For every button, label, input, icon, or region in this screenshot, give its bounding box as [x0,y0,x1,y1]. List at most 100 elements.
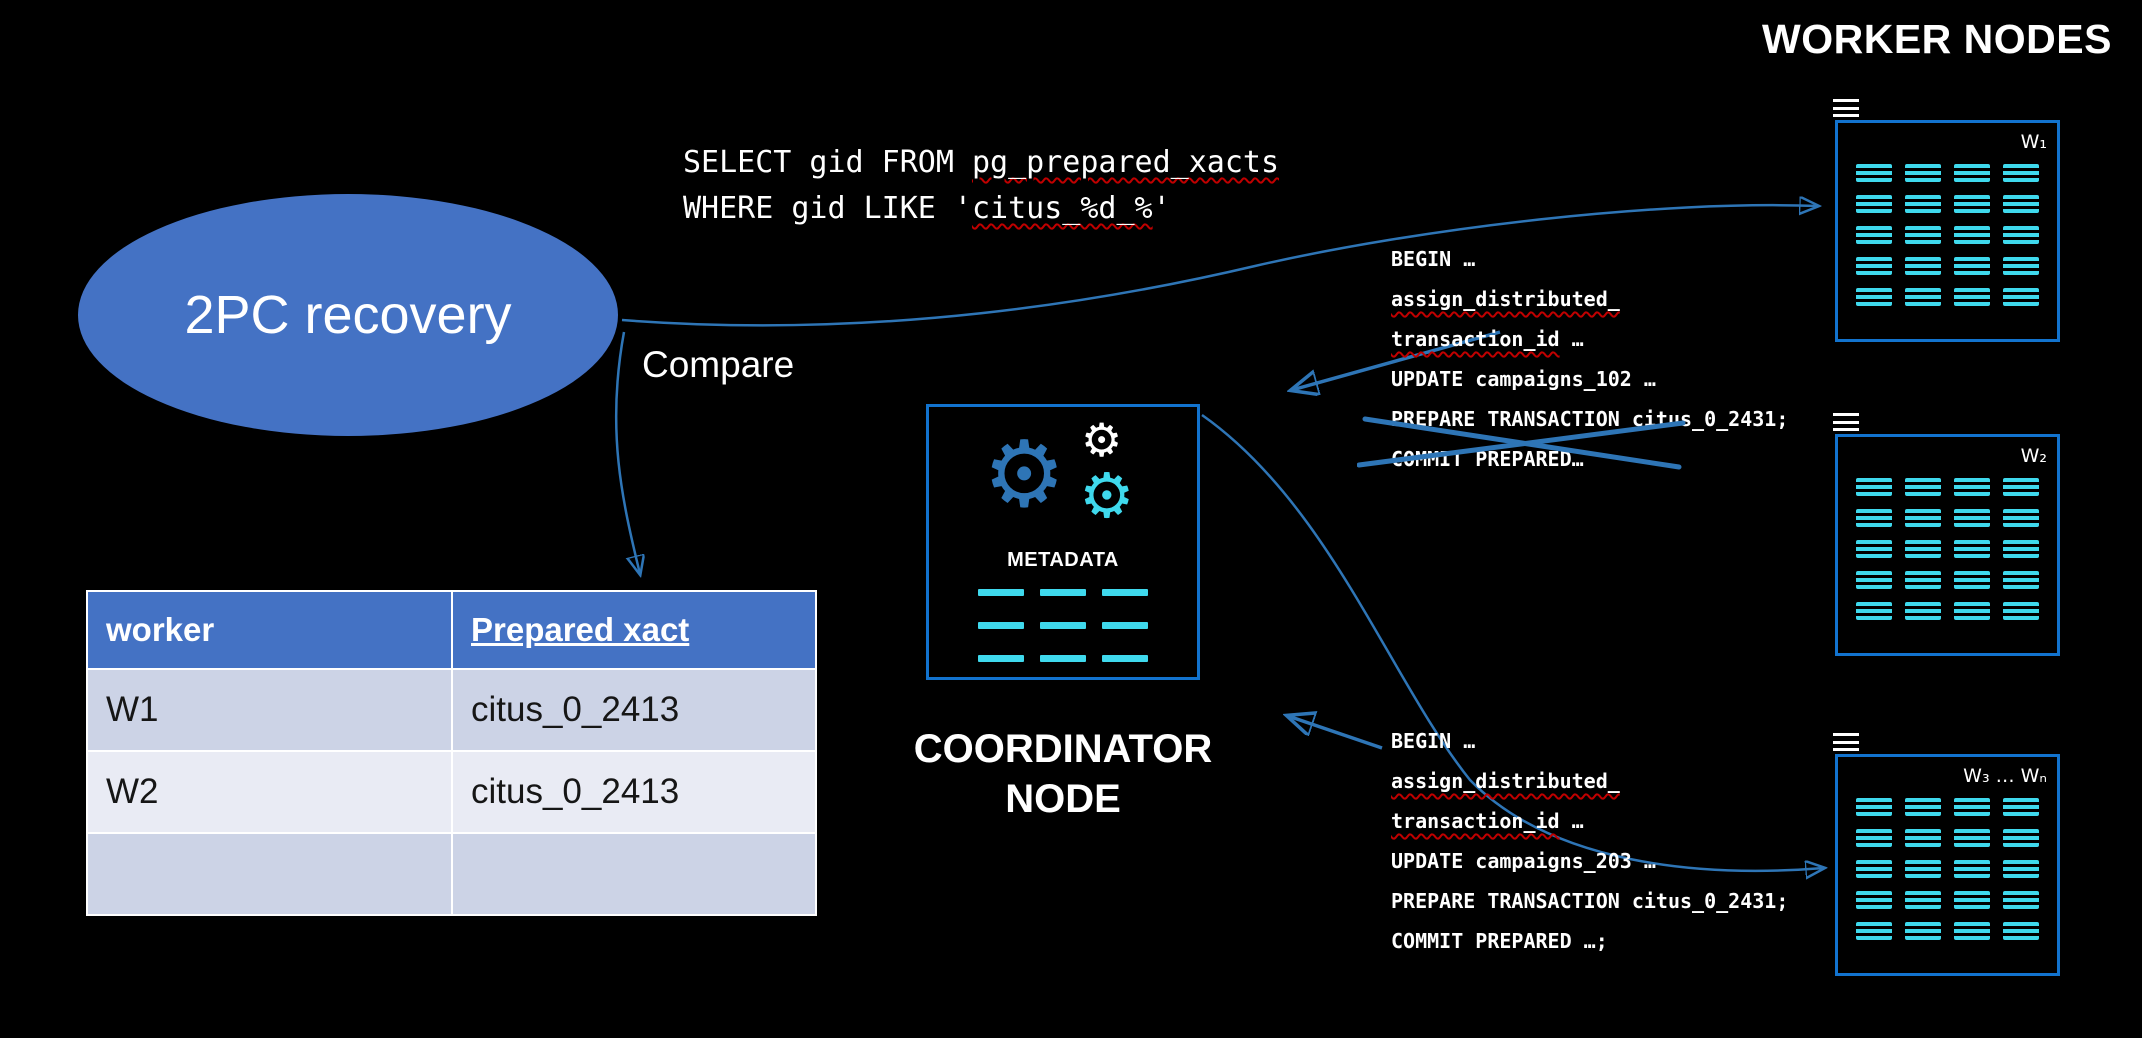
misspelled-token: transaction_id [1391,809,1560,833]
coordinator-node-box: ⚙ ⚙ ⚙ METADATA [926,404,1200,680]
stack-icon [1832,731,1860,753]
server-icon [1954,164,1990,182]
server-icon [2003,922,2039,940]
transaction-log-lower: BEGIN … assign_distributed_ transaction_id… [1391,721,1788,961]
server-icon [1905,922,1941,940]
metadata-label: METADATA [1007,549,1119,571]
server-icon [2003,288,2039,306]
arrow-ellipse-to-worker1 [621,205,1818,327]
server-icon [1954,571,1990,589]
server-icon [1905,257,1941,275]
worker-node-box: W₂ [1832,411,2060,656]
server-icon [1954,922,1990,940]
ellipse-label: 2PC recovery [184,285,512,345]
code-token: COMMIT PREPARED …; [1391,929,1608,953]
stack-icon-bar [1833,428,1859,431]
code-token: BEGIN … [1391,729,1476,753]
worker-nodes-heading: WORKER NODES [1762,16,2112,62]
misspelled-token: citus_%d_% [971,191,1153,226]
server-icon [1905,509,1941,527]
stack-icon-bar [1833,99,1859,102]
code-line: WHERE gid LIKE 'citus_%d_%' [683,186,1279,232]
arrow-to-upper-transaction [1292,330,1501,390]
table-cell: W1 [86,668,453,752]
metadata-list-icon [978,589,1148,662]
code-token: … [1559,327,1584,351]
worker-node-label: W₃ … Wₙ [1963,765,2047,787]
server-grid [1838,437,2057,653]
server-icon [1905,540,1941,558]
misspelled-token: assign_distributed_ [1391,287,1620,311]
table-header-cell: worker [86,590,453,670]
metadata-line [1040,589,1086,596]
server-icon [1856,829,1892,847]
server-icon [1954,602,1990,620]
table-cell: citus_0_2413 [451,750,817,834]
coordinator-label-line2: NODE [1005,777,1121,821]
code-line: transaction_id … [1391,319,1788,359]
server-icon [1856,922,1892,940]
stack-icon-bar [1833,420,1859,424]
transaction-log-upper: BEGIN …assign_distributed_transaction_id… [1357,239,1789,479]
code-line: BEGIN … [1391,721,1788,761]
stack-icon-bar [1833,106,1859,110]
code-line: PREPARE TRANSACTION citus_0_2431; [1391,881,1788,921]
server-grid [1838,757,2057,973]
table-cell: citus_0_2413 [451,668,817,752]
server-icon [2003,164,2039,182]
misspelled-token: assign_distributed_ [1391,769,1620,793]
server-icon [2003,829,2039,847]
arrow-ellipse-to-table [614,331,640,574]
gear-icon: ⚙ [1079,459,1135,532]
stack-icon-bar [1833,413,1859,416]
arrow-coordinator-to-worker3 [1201,413,1824,871]
stack-icon [1832,97,1860,119]
server-icon [1905,891,1941,909]
server-icon [1905,478,1941,496]
code-token: SELECT gid FROM [683,145,972,180]
code-line: UPDATE campaigns_203 … [1391,841,1788,881]
server-icon [1856,509,1892,527]
metadata-line [1102,589,1148,596]
server-icon [2003,798,2039,816]
server-icon [1856,798,1892,816]
server-icon [1856,478,1892,496]
server-icon [2003,571,2039,589]
server-icon [1954,860,1990,878]
gear-icon: ⚙ [983,421,1066,528]
2pc-recovery-ellipse: 2PC recovery [78,194,618,436]
stack-icon-bar [1833,114,1859,117]
table-cell [86,832,453,916]
code-token: WHERE gid LIKE ' [683,191,972,226]
server-icon [1856,164,1892,182]
code-line: transaction_id … [1391,801,1788,841]
metadata-line [1102,622,1148,629]
server-icon [1905,860,1941,878]
code-token: PREPARE TRANSACTION citus_0_2431; [1391,407,1789,431]
coordinator-label-line1: COORDINATOR [913,727,1213,771]
server-icon [1856,571,1892,589]
strikethrough-cross-icon [1357,416,1686,470]
coordinator-node-label: COORDINATOR NODE [863,724,1263,824]
gears-icon: ⚙ ⚙ ⚙ [929,413,1197,553]
table-cell: W2 [86,750,453,834]
server-icon [1856,891,1892,909]
server-icon [1856,195,1892,213]
code-token: ' [1152,191,1171,226]
metadata-line [978,622,1024,629]
worker-node-label: W₁ [2020,131,2047,153]
misspelled-token: transaction_id [1391,327,1560,351]
server-icon [1856,540,1892,558]
server-icon [2003,257,2039,275]
server-icon [2003,540,2039,558]
server-icon [1905,195,1941,213]
server-icon [1905,226,1941,244]
code-line: assign_distributed_ [1391,279,1788,319]
code-token: UPDATE campaigns_102 … [1391,367,1656,391]
